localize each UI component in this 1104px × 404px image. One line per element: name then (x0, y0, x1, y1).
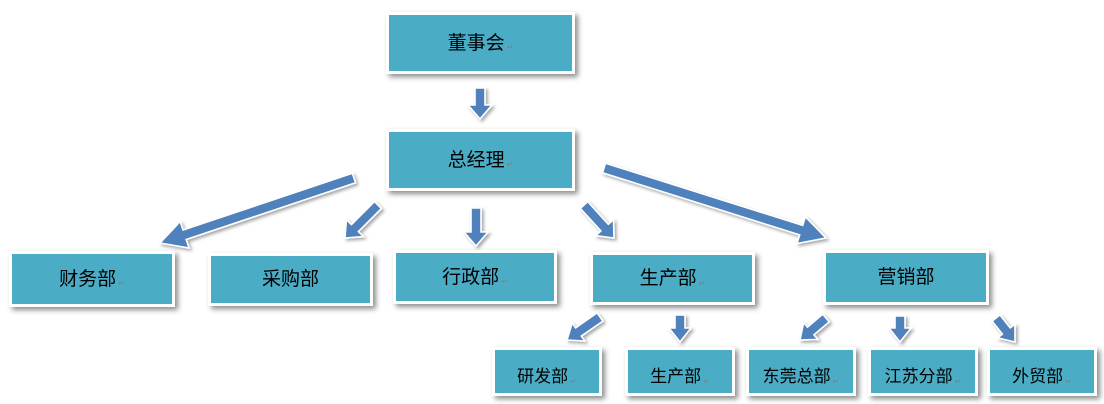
arrow-marketing-to-dongguan (799, 313, 831, 341)
return-mark: ↵ (506, 160, 514, 169)
node-board: 董事会↵ (386, 12, 575, 74)
node-production-sub-label: 生产部 (650, 367, 702, 387)
node-production: 生产部↵ (590, 252, 755, 305)
return-mark: ↵ (501, 277, 508, 286)
node-jiangsu-label: 江苏分部 (884, 367, 953, 387)
node-general-manager-label: 总经理 (447, 148, 505, 171)
return-mark: ↵ (506, 43, 514, 52)
node-trade-label: 外贸部 (1012, 367, 1064, 387)
arrow-gm-to-admin (462, 207, 490, 248)
node-purchasing-label: 采购部 (261, 268, 319, 290)
return-mark: ↵ (954, 376, 962, 386)
node-general-manager: 总经理↵ (386, 129, 575, 191)
return-mark: ↵ (570, 376, 577, 386)
arrow-gm-to-production (579, 200, 615, 239)
return-mark: ↵ (1065, 376, 1072, 386)
arrow-board-to-gm (466, 87, 494, 121)
node-rnd: 研发部↵ (492, 347, 602, 396)
return-mark: ↵ (118, 279, 125, 288)
node-admin: 行政部↵ (393, 250, 557, 304)
arrow-marketing-to-jiangsu (887, 315, 913, 344)
arrow-gm-to-finance (158, 172, 357, 250)
arrow-gm-to-marketing (601, 162, 828, 245)
node-jiangsu: 江苏分部↵ (868, 347, 978, 396)
node-marketing-label: 营销部 (877, 266, 935, 288)
node-dongguan-label: 东莞总部 (762, 367, 831, 387)
node-production-sub: 生产部↵ (625, 347, 735, 396)
arrow-production-to-rnd (565, 311, 605, 342)
return-mark: ↵ (703, 376, 710, 386)
node-finance: 财务部↵ (9, 251, 175, 307)
node-trade: 外贸部↵ (987, 347, 1097, 396)
node-rnd-label: 研发部 (517, 367, 569, 387)
node-dongguan: 东莞总部↵ (746, 347, 856, 396)
node-purchasing: 采购部 (208, 253, 373, 306)
return-mark: ↵ (698, 278, 706, 288)
arrow-marketing-to-trade (990, 313, 1016, 344)
node-marketing: 营销部 (823, 250, 989, 305)
node-board-label: 董事会 (447, 31, 505, 54)
arrow-production-to-sub (667, 314, 693, 344)
arrow-gm-to-purchasing (344, 200, 383, 239)
return-mark: ↵ (832, 376, 840, 386)
node-admin-label: 行政部 (442, 265, 500, 288)
node-production-label: 生产部 (639, 267, 697, 289)
node-finance-label: 财务部 (59, 267, 117, 290)
